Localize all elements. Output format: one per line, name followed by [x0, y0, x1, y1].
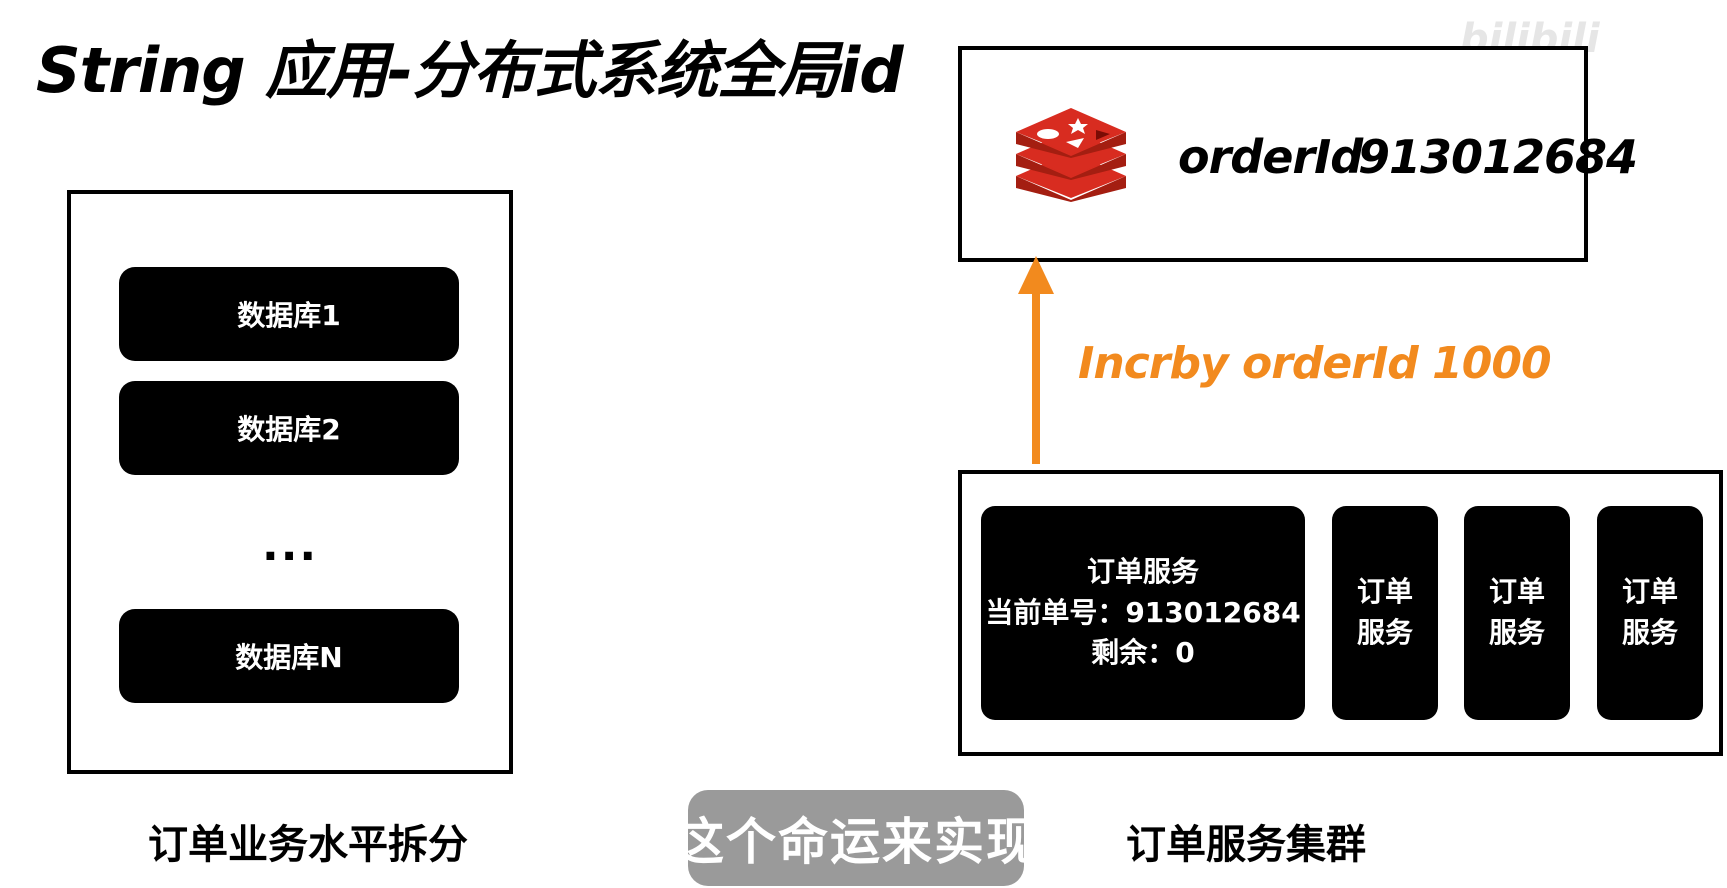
right-caption: 订单服务集群	[1126, 822, 1366, 868]
order-service-3-line1: 订单	[1488, 575, 1545, 609]
ellipsis: ...	[262, 520, 319, 571]
main-service-remaining: 剩余：0	[1091, 636, 1195, 670]
database-1-label: 数据库1	[237, 299, 341, 332]
database-1: 数据库1	[119, 267, 459, 361]
redis-logo-icon	[1016, 108, 1126, 202]
main-service-name: 订单服务	[1086, 555, 1199, 589]
incrby-command-label: Incrby orderId 1000	[1078, 338, 1552, 389]
order-service-2-line1: 订单	[1356, 575, 1413, 609]
order-service-4-line1: 订单	[1621, 575, 1678, 609]
order-service-4: 订单 服务	[1597, 506, 1703, 720]
video-subtitle: 这个命运来实现	[674, 790, 1036, 886]
database-2-label: 数据库2	[237, 413, 341, 446]
incrby-arrow	[1018, 256, 1054, 464]
database-n-label: 数据库N	[235, 641, 343, 674]
order-service-3-line2: 服务	[1488, 616, 1545, 649]
order-service-2: 订单 服务	[1332, 506, 1438, 720]
order-service-2-line2: 服务	[1356, 616, 1413, 649]
main-order-service: 订单服务 当前单号：913012684 剩余：0	[981, 506, 1305, 720]
main-service-current-id: 当前单号：913012684	[985, 595, 1301, 629]
redis-value: 913012684	[1358, 130, 1638, 184]
page-title: String 应用-分布式系统全局id	[36, 34, 904, 107]
database-n: 数据库N	[119, 609, 459, 703]
left-caption: 订单业务水平拆分	[148, 822, 468, 868]
order-service-4-line2: 服务	[1621, 616, 1678, 649]
order-service-3: 订单 服务	[1464, 506, 1570, 720]
video-subtitle-text: 这个命运来实现	[674, 813, 1038, 871]
database-2: 数据库2	[119, 381, 459, 475]
redis-key: orderId	[1178, 130, 1363, 184]
